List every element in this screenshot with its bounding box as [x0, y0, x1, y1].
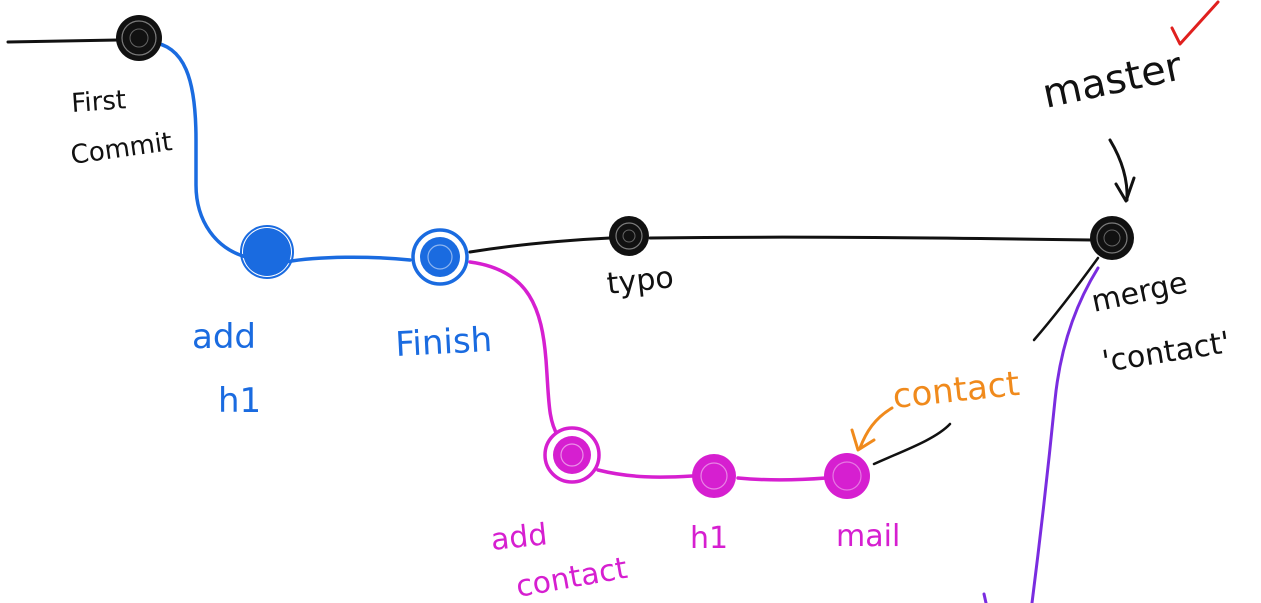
label-add-contact-line2: contact — [513, 551, 630, 603]
label-mail: mail — [836, 519, 900, 554]
label-add-h1-line2: h1 — [218, 381, 261, 421]
label-merge-line1: merge — [1088, 265, 1190, 319]
checkmark-icon — [1170, 0, 1220, 46]
edge-finish-to-add-contact — [468, 260, 560, 438]
ref-label-master: master — [1039, 43, 1187, 117]
commit-node-mail[interactable] — [824, 453, 870, 499]
labels: First Commit add h1 Finish typo merge 'c… — [69, 43, 1233, 603]
ref-arrows — [850, 0, 1220, 452]
contact-arrowhead-icon — [850, 428, 876, 452]
label-first-commit-line1: First — [70, 85, 127, 119]
label-merge-line2: 'contact' — [1100, 325, 1233, 380]
commit-node-typo[interactable] — [609, 216, 649, 256]
label-first-commit-line2: Commit — [69, 127, 174, 171]
commit-node-first[interactable] — [116, 15, 162, 61]
ref-label-contact: contact — [891, 364, 1022, 417]
edge-mail-to-merge-lower — [872, 422, 952, 466]
edge-first-to-add-h1 — [148, 40, 252, 260]
commit-node-finish[interactable] — [411, 228, 469, 286]
edge-mail-to-merge-upper — [1032, 256, 1100, 342]
edge-merge-downstream — [1030, 266, 1100, 603]
label-finish: Finish — [394, 320, 493, 365]
edge-add-contact-to-h1 — [596, 468, 694, 479]
edge-add-h1-to-finish — [283, 255, 412, 264]
master-arrowhead-icon — [1114, 176, 1136, 203]
edge-bottom-tick — [982, 592, 988, 603]
commit-node-merge[interactable] — [1090, 216, 1134, 260]
label-add-contact-line1: add — [489, 517, 549, 558]
edge-finish-to-typo — [468, 236, 612, 254]
label-add-h1-line1: add — [192, 317, 256, 357]
edges — [6, 38, 1100, 603]
edge-h1-to-mail — [736, 476, 828, 482]
edge-typo-to-merge — [648, 235, 1094, 242]
commit-node-add-h1[interactable] — [240, 225, 294, 279]
commit-nodes — [116, 15, 1134, 499]
contact-arrow-icon — [858, 406, 894, 450]
label-typo: typo — [605, 260, 675, 302]
commit-node-h1[interactable] — [692, 454, 736, 498]
edge-master-origin — [6, 38, 120, 44]
label-h1: h1 — [690, 521, 728, 556]
commit-node-add-contact[interactable] — [543, 426, 601, 484]
